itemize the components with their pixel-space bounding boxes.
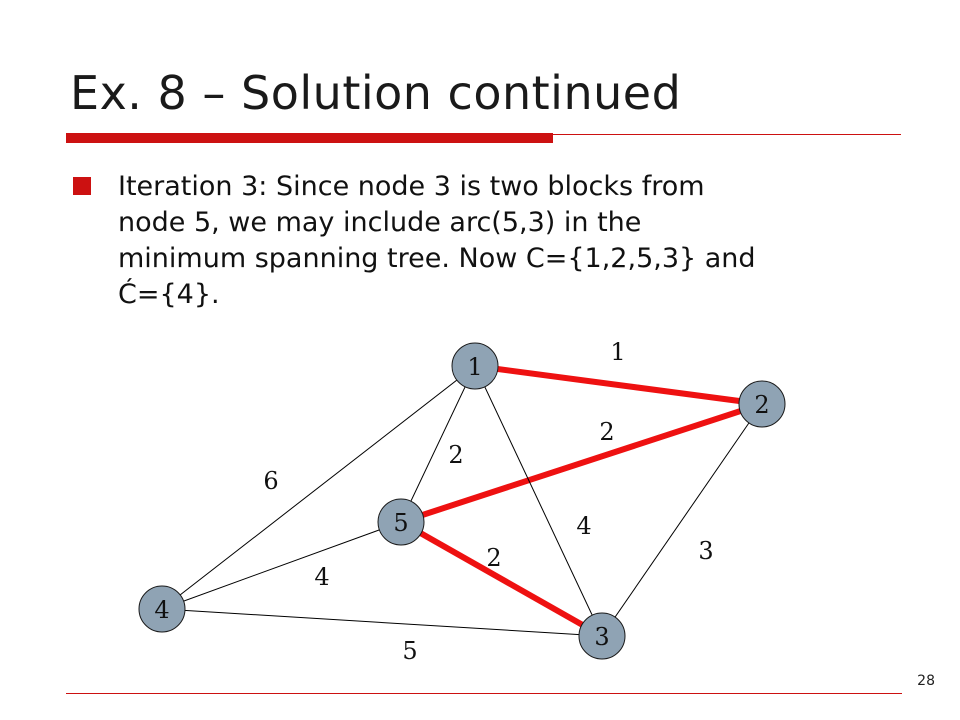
edge-weight-label: 4: [576, 512, 591, 540]
node-label: 5: [393, 509, 408, 537]
edge-weight-label: 3: [698, 537, 713, 565]
node-3: 3: [578, 612, 626, 660]
node-1: 1: [451, 342, 499, 390]
edge-weight-label: 4: [314, 563, 329, 591]
nodes-layer: 1 2 3 4 5: [138, 342, 786, 660]
node-label: 1: [467, 353, 482, 381]
edge-weight-label: 2: [448, 441, 463, 469]
node-circle: [738, 380, 786, 428]
edge-weight-label: 6: [263, 467, 278, 495]
edge-weight-label: 5: [402, 637, 417, 665]
selected-edge-5-2: [400, 401, 763, 525]
node-circle: [578, 612, 626, 660]
weights-layer: 1 2 2 2 6 4 3 4 5: [263, 338, 713, 665]
edge-weight-label: 2: [486, 544, 501, 572]
title-underline: [66, 133, 553, 143]
selected-edge-1-2: [474, 363, 763, 407]
bullet-line: node 5, we may include arc(5,3) in the: [118, 207, 642, 238]
edge-weight-label: 2: [599, 418, 614, 446]
bullet-line: Iteration 3: Since node 3 is two blocks …: [118, 171, 705, 202]
node-4: 4: [138, 585, 186, 633]
node-circle: [138, 585, 186, 633]
edge-1-5: [400, 365, 476, 523]
slide-title: Ex. 8 – Solution continued: [70, 66, 682, 120]
node-label: 2: [754, 391, 769, 419]
node-5: 5: [377, 498, 425, 546]
bullet-line: Ć={4}.: [118, 279, 220, 310]
edges-layer: [161, 363, 763, 639]
node-2: 2: [738, 380, 786, 428]
edge-4-3: [161, 608, 603, 637]
selected-edge-5-3: [399, 519, 604, 639]
bullet-square-icon: [73, 177, 91, 195]
edge-1-3: [474, 365, 603, 637]
page-number: 28: [917, 673, 935, 689]
edge-1-4: [161, 365, 476, 610]
node-circle: [451, 342, 499, 390]
edge-2-3: [601, 403, 763, 637]
node-circle: [377, 498, 425, 546]
edge-weight-label: 1: [610, 338, 625, 366]
footer-rule: [66, 693, 902, 694]
title-rule: [553, 134, 901, 135]
bullet-text: Iteration 3: Since node 3 is two blocks …: [118, 169, 908, 313]
node-label: 3: [594, 623, 609, 651]
bullet-line: minimum spanning tree. Now C={1,2,5,3} a…: [118, 243, 756, 274]
node-label: 4: [154, 596, 169, 624]
edge-5-4: [161, 521, 402, 610]
